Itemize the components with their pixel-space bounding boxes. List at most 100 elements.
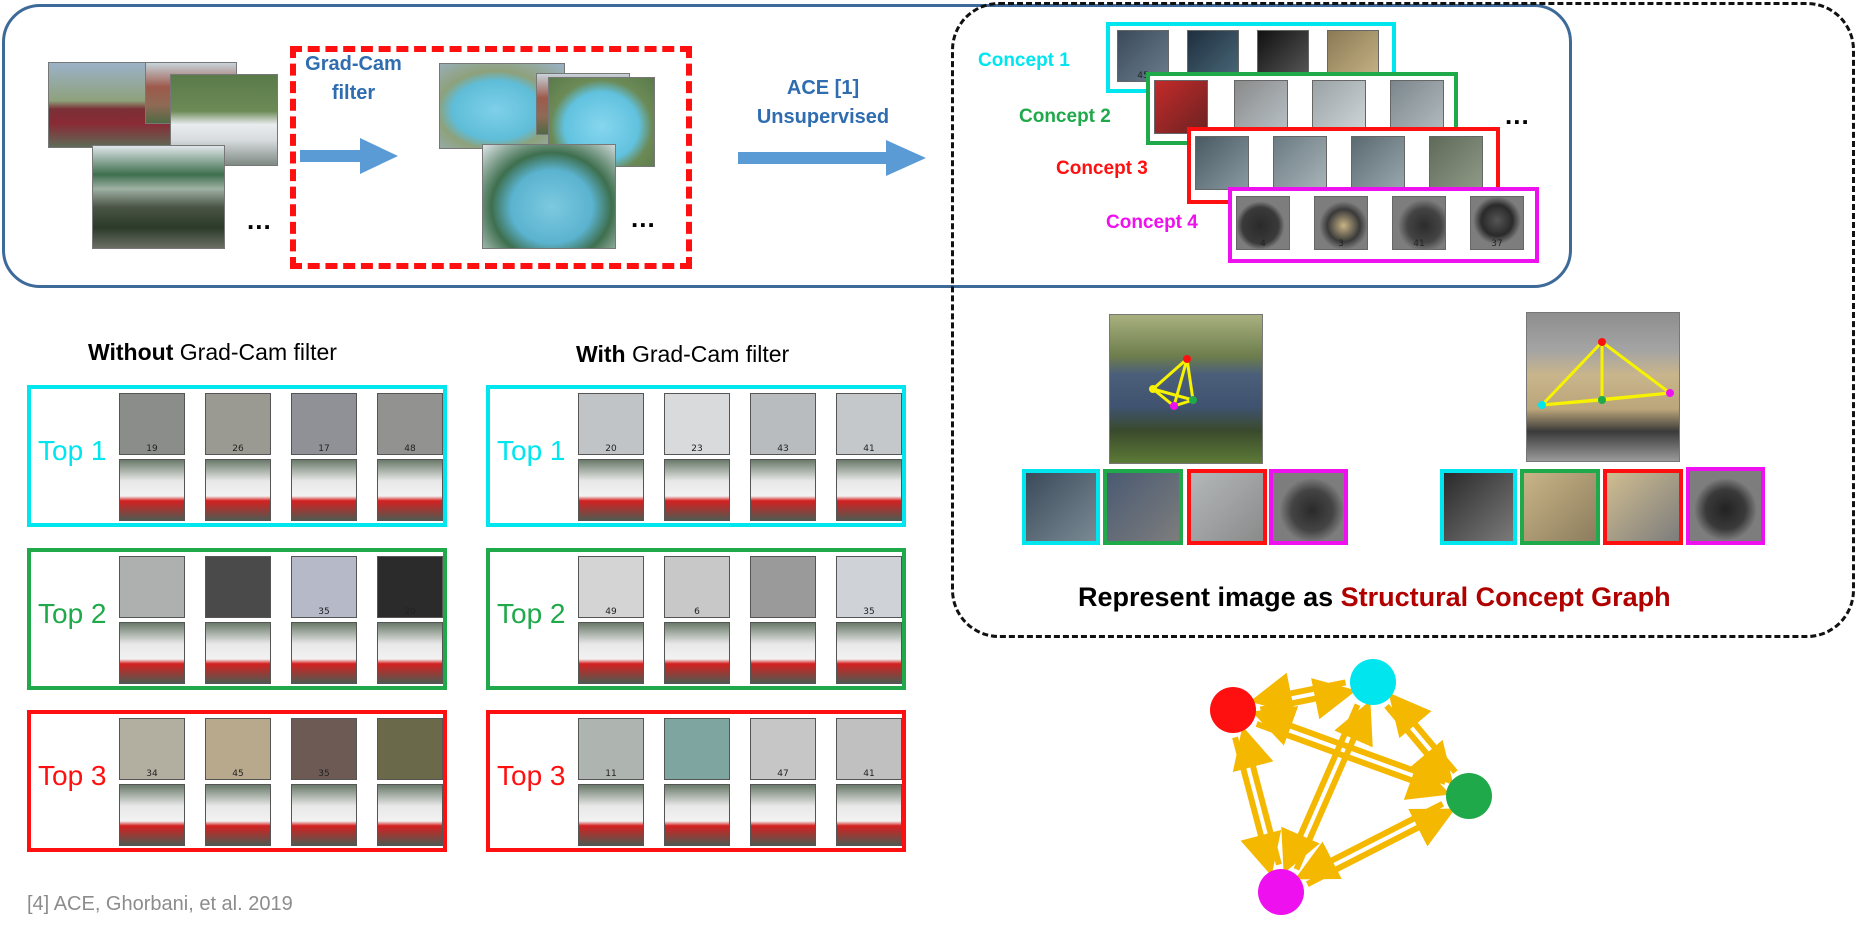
source-photo <box>291 622 357 684</box>
concept-ellipsis: ... <box>1505 100 1530 130</box>
panel-row-label: Top 1 <box>497 435 566 466</box>
concept-patch: 47 <box>750 718 816 780</box>
panel-without-top-3: Top 3 34 45 35 <box>27 710 447 852</box>
source-photo <box>119 784 185 846</box>
concept-patch: 35 <box>291 556 357 618</box>
concept-patch: 19 <box>119 393 185 455</box>
source-photo <box>578 622 644 684</box>
with-caption: With Grad-Cam filter <box>576 341 790 367</box>
patch-number: 6 <box>694 607 700 617</box>
scg1-concept-magenta <box>1269 469 1348 545</box>
input-photo-jeep-racecourse <box>92 145 225 249</box>
concept-patch <box>750 556 816 618</box>
source-photo <box>750 459 816 521</box>
graph-edge <box>1384 703 1454 786</box>
source-photo <box>750 784 816 846</box>
source-photo <box>664 459 730 521</box>
concept-3-label: Concept 3 <box>1056 158 1148 179</box>
scg1-concept-red <box>1187 469 1267 545</box>
filtered-photo-jeep-racecourse <box>482 144 616 249</box>
patch-number: 11 <box>605 769 617 779</box>
concept-4-strip: 4 3 41 37 <box>1228 187 1539 263</box>
source-photo <box>205 622 271 684</box>
source-photo <box>836 622 902 684</box>
scg2-concept-green <box>1520 469 1600 545</box>
panel-row-label: Top 2 <box>38 598 107 629</box>
concept-patch <box>119 556 185 618</box>
source-photo <box>836 784 902 846</box>
right-arrow-icon <box>738 140 926 176</box>
source-photo <box>664 784 730 846</box>
patch-number: 19 <box>146 444 158 454</box>
scg2-concept-magenta <box>1686 467 1765 545</box>
panel-without-top-1: Top 1 19 26 17 48 <box>27 385 447 527</box>
panel-without-top-2: Top 2 35 20 <box>27 548 447 690</box>
panel-row-label: Top 1 <box>38 435 107 466</box>
scg-caption: Represent image as Structural Concept Gr… <box>1078 582 1671 612</box>
patch-number: 47 <box>777 769 789 779</box>
source-photo <box>578 459 644 521</box>
source-photo <box>578 784 644 846</box>
patch-number: 17 <box>318 444 330 454</box>
input-ellipsis: ... <box>247 205 272 235</box>
graph-edge <box>1388 692 1458 775</box>
concept-patch: 17 <box>291 393 357 455</box>
panel-row-label: Top 2 <box>497 598 566 629</box>
patch-number: 49 <box>605 607 617 617</box>
source-photo <box>377 459 443 521</box>
node-red <box>1210 687 1256 733</box>
patch-number: 34 <box>146 769 158 779</box>
concept-patch: 49 <box>578 556 644 618</box>
source-photo <box>119 459 185 521</box>
patch-number: 35 <box>318 607 330 617</box>
concept-patch: 48 <box>377 393 443 455</box>
source-photo <box>119 622 185 684</box>
citation: [4] ACE, Ghorbani, et al. 2019 <box>27 893 293 915</box>
concept-patch: 35 <box>836 556 902 618</box>
source-photo <box>836 459 902 521</box>
scg1-concept-green <box>1103 469 1183 545</box>
source-photo <box>291 459 357 521</box>
structural-concept-graph <box>1210 659 1492 915</box>
panel-row-label: Top 3 <box>497 760 566 791</box>
concept-1-label: Concept 1 <box>978 50 1070 71</box>
panel-with-top-2: Top 2 49 6 35 <box>486 548 906 690</box>
concept-patch: 26 <box>205 393 271 455</box>
concept-patch: 35 <box>291 718 357 780</box>
patch-number: 35 <box>863 607 875 617</box>
panel-row-label: Top 3 <box>38 760 107 791</box>
concept-patch: 11 <box>578 718 644 780</box>
patch-number: 41 <box>863 444 875 454</box>
right-arrow-icon <box>300 138 398 174</box>
concept-patch: 34 <box>119 718 185 780</box>
source-photo <box>205 784 271 846</box>
graph-edge <box>1294 801 1445 880</box>
node-green <box>1446 773 1492 819</box>
filtered-ellipsis: ... <box>631 203 656 233</box>
concept-2-label: Concept 2 <box>1019 106 1111 127</box>
source-photo <box>377 784 443 846</box>
source-photo <box>664 622 730 684</box>
patch-number: 48 <box>404 444 416 454</box>
concept-patch: 43 <box>750 393 816 455</box>
patch-number: 45 <box>232 769 244 779</box>
patch-number: 20 <box>404 607 416 617</box>
panel-with-top-3: Top 3 11 47 41 <box>486 710 906 852</box>
without-caption: Without Grad-Cam filter <box>88 339 337 365</box>
concept-patch: 20 <box>377 556 443 618</box>
concept-patch: 45 <box>205 718 271 780</box>
concept-patch: 23 <box>664 393 730 455</box>
source-photo <box>377 622 443 684</box>
patch-number: 41 <box>863 769 875 779</box>
concept-patch <box>664 718 730 780</box>
scg-overlay-2 <box>1538 338 1674 409</box>
node-cyan <box>1350 659 1396 705</box>
source-photo <box>205 459 271 521</box>
pipeline-frame <box>2 4 1572 288</box>
concept-patch <box>377 718 443 780</box>
concept-patch: 41 <box>836 393 902 455</box>
concept-patch: 6 <box>664 556 730 618</box>
scg-photo-blue-landrover <box>1109 314 1263 464</box>
node-magenta <box>1258 869 1304 915</box>
gradcam-label: Grad-Cam filter <box>305 53 402 104</box>
